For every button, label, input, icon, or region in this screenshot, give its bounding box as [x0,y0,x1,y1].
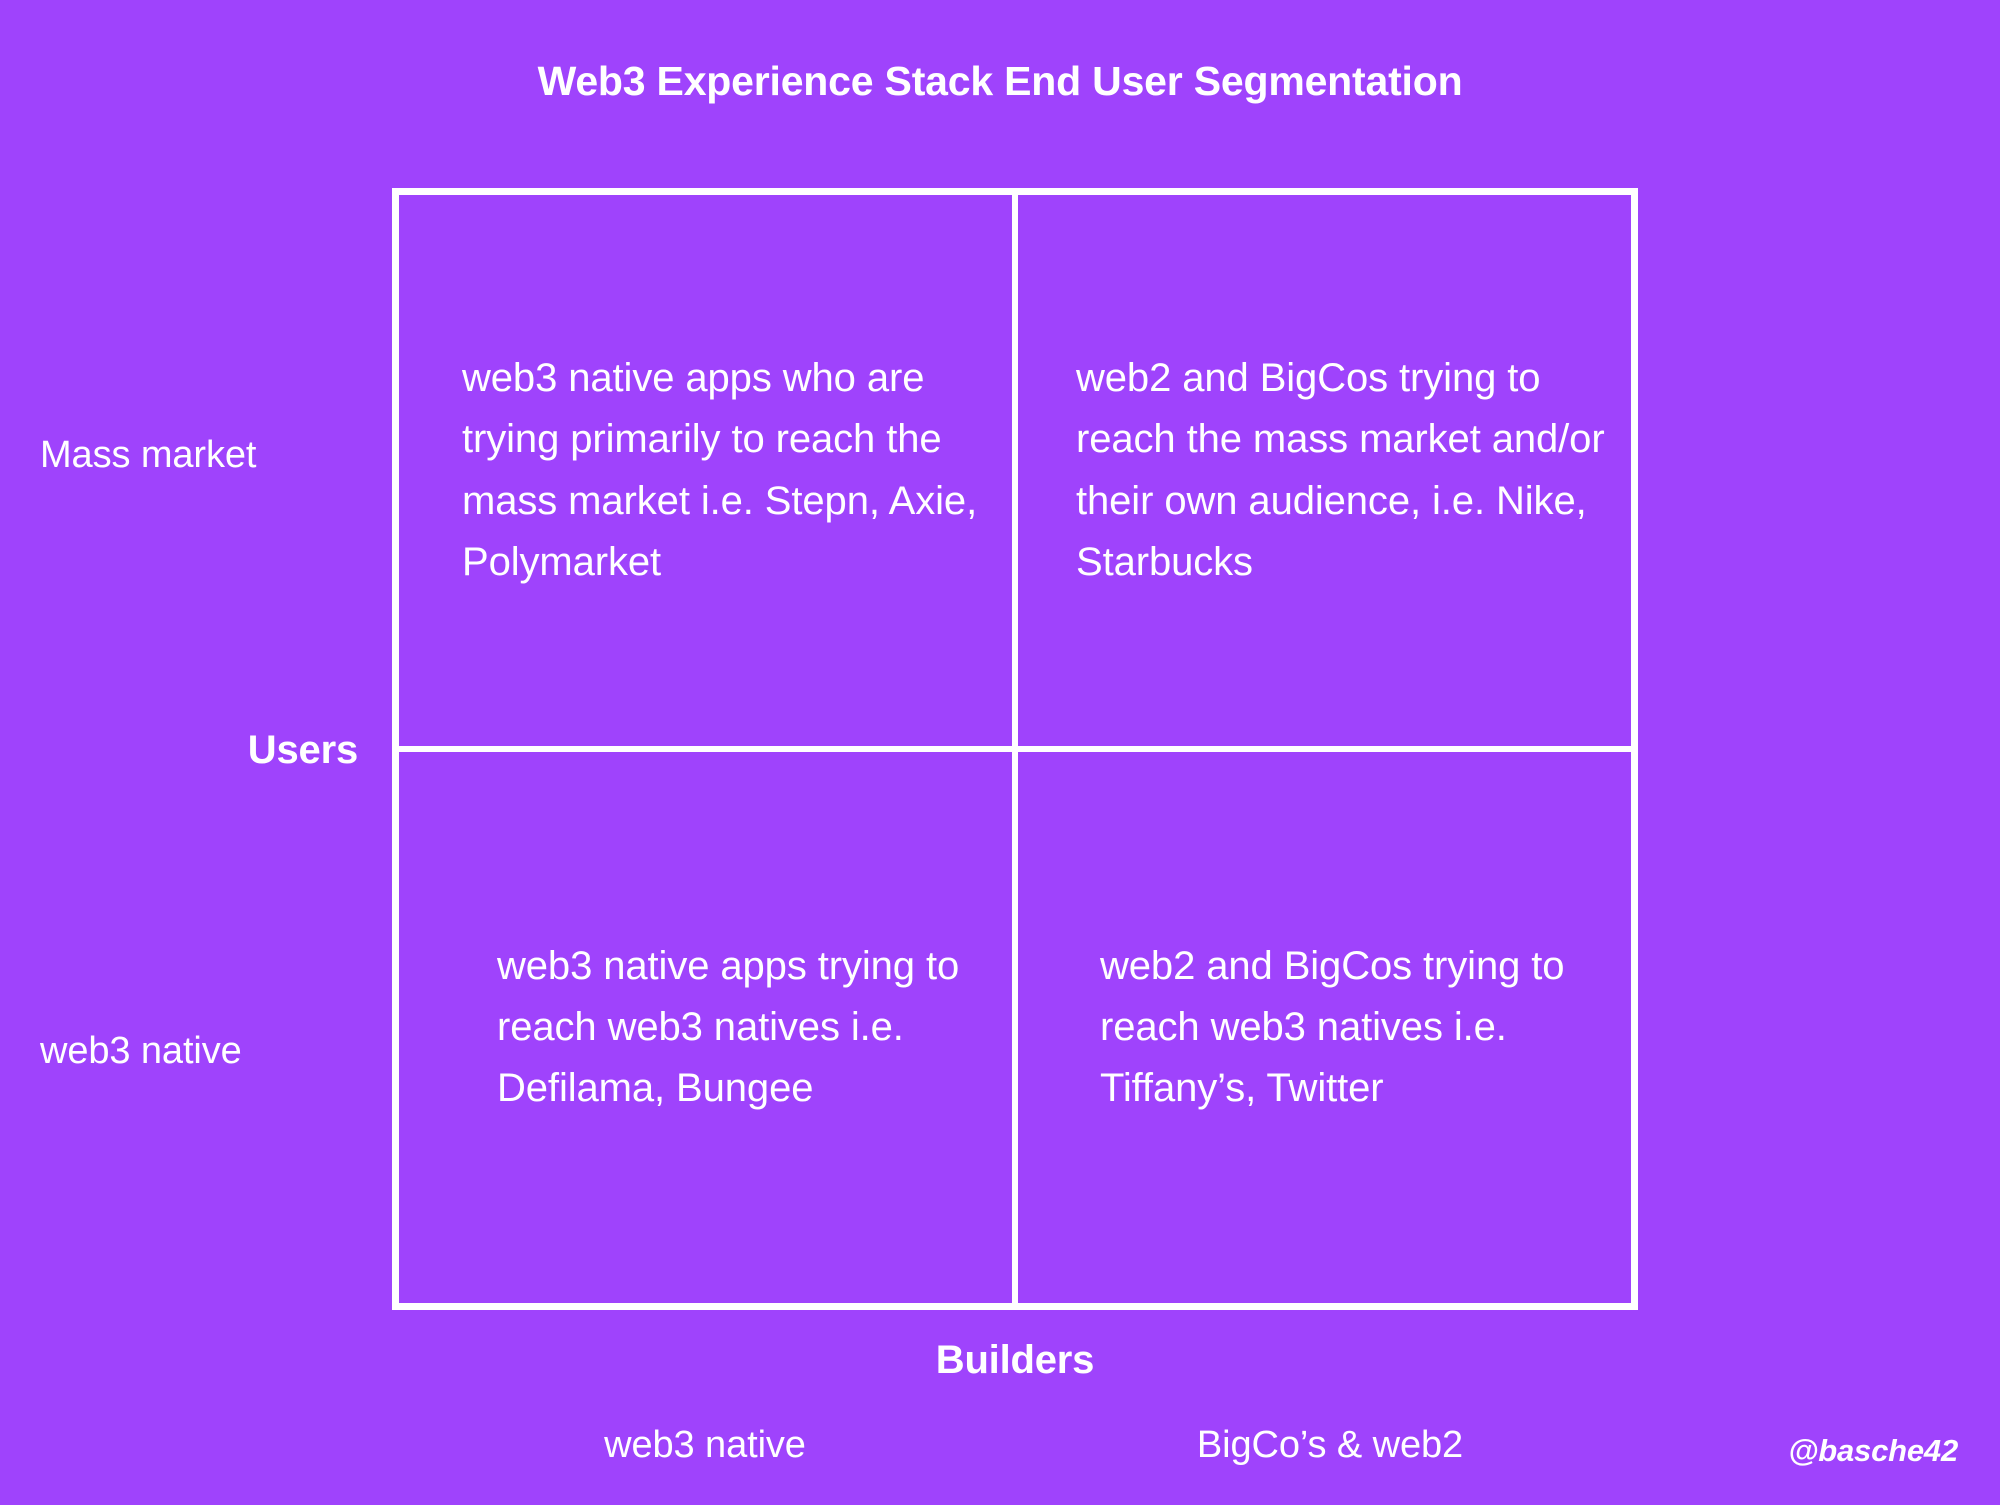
quadrant-text: web3 native apps who are trying primaril… [462,356,978,584]
y-axis-title: Users [247,728,358,772]
x-axis-tick-web3-native: web3 native [604,1424,806,1466]
quadrant-text: web3 native apps trying to reach web3 na… [497,943,960,1111]
quadrant-web3-native-bigco-web2: web2 and BigCos trying to reach web3 nat… [1015,749,1631,1303]
quadrant-web3-native-web3-native: web3 native apps trying to reach web3 na… [399,749,1015,1303]
page-title: Web3 Experience Stack End User Segmentat… [537,58,1463,104]
x-axis-tick-bigco-web2: BigCo’s & web2 [1196,1424,1464,1466]
quadrant-text: web2 and BigCos trying to reach the mass… [1076,356,1605,584]
y-axis-tick-web3-native: web3 native [40,1030,242,1072]
quadrant-text: web2 and BigCos trying to reach web3 nat… [1100,943,1565,1111]
segmentation-matrix: web3 native apps who are trying primaril… [392,188,1638,1310]
author-watermark: @basche42 [1788,1433,1958,1468]
x-axis-title: Builders [935,1338,1095,1382]
quadrant-mass-market-bigco-web2: web2 and BigCos trying to reach the mass… [1015,195,1631,749]
quadrant-mass-market-web3-native: web3 native apps who are trying primaril… [399,195,1015,749]
y-axis-tick-mass-market: Mass market [40,434,257,476]
